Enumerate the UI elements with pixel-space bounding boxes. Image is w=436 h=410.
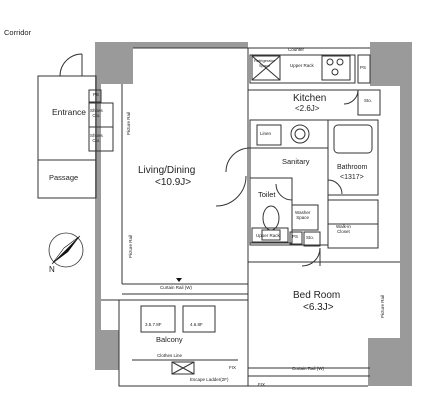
curtain-rail-label: Curtain Rail (W)	[160, 285, 193, 290]
toilet-label: Toilet	[258, 190, 276, 199]
fix-label-2: FIX	[258, 382, 266, 387]
north-label: N	[49, 265, 55, 274]
kitchen-size-label: <2.6J>	[295, 104, 320, 113]
ps-2-label: PS	[292, 234, 299, 239]
sto-2-label: Sto.	[306, 235, 315, 240]
walls	[95, 42, 412, 386]
living-dining-label: Living/Dining	[138, 165, 196, 176]
linen-label: Linen	[260, 131, 272, 136]
bathroom-label: Bathroom	[337, 164, 368, 171]
refrigerator-space-label: Refrigerator Space	[254, 58, 276, 68]
picture-rail-label-1: Picture Rail	[126, 111, 131, 135]
walk-in-closet-label: Walk-in Closet	[336, 224, 351, 235]
corridor-label: Corridor	[4, 28, 32, 37]
picture-rail-label-3: Picture Rail	[380, 294, 385, 318]
shoes-closet-2-label: Shoes Clo.	[90, 133, 103, 144]
living-dining-size-label: <10.9J>	[155, 177, 192, 188]
kitchen-label: Kitchen	[293, 93, 327, 104]
marker-triangle	[176, 278, 182, 282]
shoes-closet-1-label: Shoes Clo.	[90, 108, 103, 119]
bed-room-label: Bed Room	[293, 290, 341, 301]
bed-room-size-label: <6.3J>	[303, 302, 334, 313]
curtain-rail-label-2: Curtain Rail (W)	[292, 366, 325, 371]
kitchen-ps-label: PS	[360, 65, 367, 70]
balcony-label: Balcony	[156, 335, 183, 344]
clothes-line-label: Clothes Line	[157, 353, 183, 358]
sto-label: Sto.	[364, 98, 373, 103]
counter-label: Counter	[288, 47, 305, 52]
washer-space-label: Washer Space	[295, 210, 311, 221]
passage-label: Passage	[49, 173, 79, 182]
picture-rail-label-2: Picture Rail	[128, 234, 133, 258]
north-compass	[48, 232, 84, 268]
outdoor-unit-1-label: 3.5.7.8F	[145, 322, 162, 327]
escape-ladder-label: Escape Ladder(2F)	[190, 377, 229, 382]
bathroom-size-label: <1317>	[340, 174, 364, 181]
sanitary-label: Sanitary	[282, 157, 310, 166]
upper-rack-label: Upper Rack	[290, 63, 314, 68]
entrance-label: Entrance	[52, 107, 87, 117]
fix-label: FIX	[229, 365, 237, 370]
outdoor-unit-2-label: 4.6.8F	[190, 322, 203, 327]
wall-lines	[37, 47, 400, 387]
ps-label: PS	[93, 92, 100, 97]
upper-rack-2-label: Upper Rack	[256, 233, 280, 238]
